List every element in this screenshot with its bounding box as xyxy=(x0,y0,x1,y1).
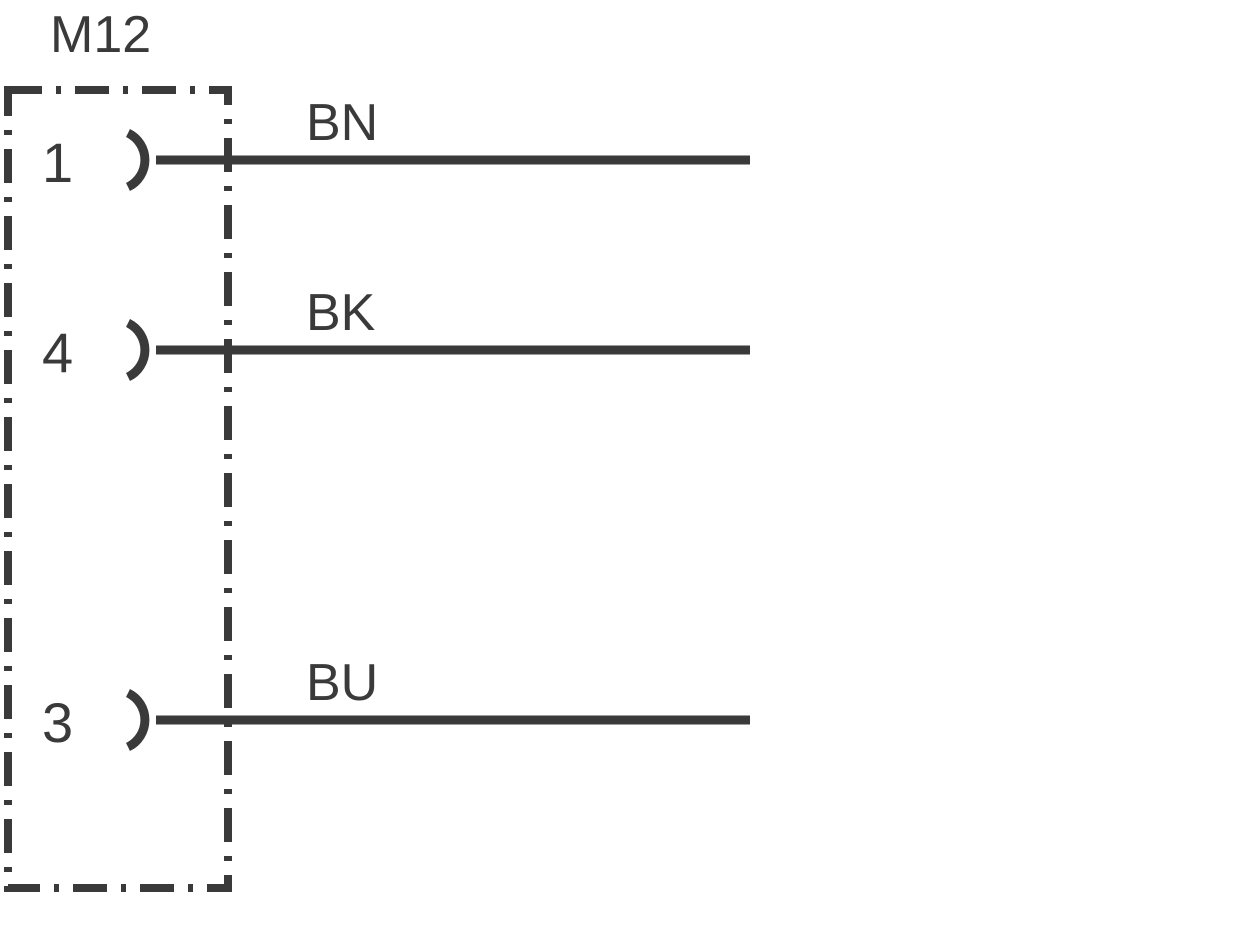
wire-label-4: BK xyxy=(306,284,376,342)
pin-number-3: 3 xyxy=(42,691,73,754)
pin-row-3: 3 BU xyxy=(42,654,750,754)
wire-label-3: BU xyxy=(306,654,378,712)
pin-contact-arc-1 xyxy=(125,128,150,192)
pin-contact-arc-3 xyxy=(125,688,150,752)
connector-type-label: M12 xyxy=(50,6,151,64)
pin-row-1: 1 BN xyxy=(42,94,750,194)
pin-contact-arc-4 xyxy=(125,318,150,382)
pin-number-1: 1 xyxy=(42,131,73,194)
pin-row-4: 4 BK xyxy=(42,284,750,384)
connector-housing-boundary xyxy=(4,86,232,892)
wire-label-1: BN xyxy=(306,94,378,152)
pin-number-4: 4 xyxy=(42,321,73,384)
